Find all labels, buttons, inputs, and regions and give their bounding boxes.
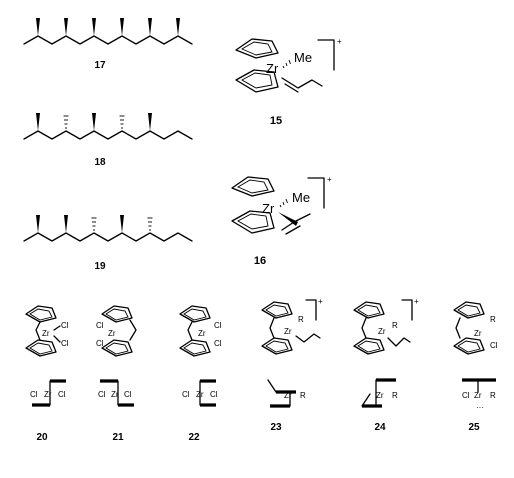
zr-atom: Zr — [474, 391, 482, 400]
dots: ··· — [476, 403, 484, 412]
wedge-bond — [64, 215, 68, 233]
zr-atom: Zr — [44, 390, 52, 399]
cation-bracket — [305, 299, 317, 321]
r-group: R — [392, 321, 398, 330]
zr-atom: Zr — [42, 329, 50, 338]
hash-bond — [279, 198, 288, 208]
cl-atom: Cl — [96, 321, 104, 330]
methyl-group: Me — [294, 50, 312, 65]
r-group: R — [490, 315, 496, 324]
cp-ring-top — [235, 38, 279, 59]
cl-atom: Cl — [61, 339, 69, 348]
methyl-group: Me — [292, 190, 310, 205]
cl-atom: Cl — [30, 390, 38, 399]
cl-atom: Cl — [490, 341, 498, 350]
cl-atom: Cl — [182, 390, 190, 399]
metallocene-25: Zr R Cl Cl Zr R ··· 25 — [453, 301, 498, 433]
wedge-bond — [278, 212, 298, 226]
propene-ligand — [281, 213, 311, 235]
zr-atom: Zr — [111, 390, 119, 399]
wedge-bond — [92, 113, 96, 131]
wedge-bond — [36, 113, 40, 131]
label-23: 23 — [270, 422, 282, 433]
wedge-bond — [120, 215, 124, 233]
wedge-bond — [176, 18, 180, 36]
zr-atom: Zr — [262, 201, 275, 216]
cation-bracket — [401, 299, 413, 321]
cp-ring-bottom — [231, 210, 275, 234]
cp-ring-top — [231, 176, 275, 197]
zr-atom: Zr — [266, 61, 279, 76]
cl-atom: Cl — [124, 390, 132, 399]
r-group: R — [300, 391, 306, 400]
label-22: 22 — [188, 432, 200, 443]
zr-atom: Zr — [474, 329, 482, 338]
cp-ring-bottom — [235, 69, 279, 93]
charge-plus: + — [414, 297, 419, 306]
wedge-bond — [120, 18, 124, 36]
label-24: 24 — [374, 422, 386, 433]
label-18: 18 — [94, 157, 106, 168]
metallocene-22: Zr Cl Cl Cl Zr Cl 22 — [179, 305, 222, 443]
r-group: R — [392, 391, 398, 400]
cl-atom: Cl — [96, 339, 104, 348]
cl-atom: Cl — [210, 390, 218, 399]
structure-17: 17 — [23, 18, 193, 71]
cl-atom: Cl — [214, 339, 222, 348]
hash-bond — [147, 217, 153, 231]
wedge-bond — [36, 215, 40, 233]
label-20: 20 — [36, 432, 48, 443]
zr-atom: Zr — [284, 327, 292, 336]
hash-bond — [119, 115, 125, 129]
r-group: R — [298, 315, 304, 324]
hash-bond — [63, 115, 69, 129]
wedge-bond — [36, 18, 40, 36]
wedge-bond — [92, 18, 96, 36]
propene-ligand — [281, 77, 323, 93]
complex-16: Zr Me + 16 — [231, 175, 332, 267]
label-19: 19 — [94, 261, 106, 272]
wedge-bond — [148, 18, 152, 36]
hash-bond — [91, 217, 97, 231]
zr-atom: Zr — [196, 390, 204, 399]
label-16: 16 — [254, 255, 266, 267]
wedge-bond — [148, 113, 152, 131]
r-group: R — [490, 391, 496, 400]
label-15: 15 — [270, 115, 282, 127]
label-21: 21 — [112, 432, 124, 443]
zr-atom: Zr — [284, 391, 292, 400]
charge-plus: + — [337, 37, 342, 46]
cl-atom: Cl — [58, 390, 66, 399]
structure-19: 19 — [23, 215, 193, 272]
label-17: 17 — [94, 60, 106, 71]
zr-atom: Zr — [198, 329, 206, 338]
cl-atom: Cl — [462, 391, 470, 400]
hash-bond — [282, 59, 291, 69]
cl-atom: Cl — [214, 321, 222, 330]
zr-atom: Zr — [378, 327, 386, 336]
zr-atom: Zr — [108, 329, 116, 338]
metallocene-23: Zr R + Zr R 23 — [261, 297, 323, 433]
zr-atom: Zr — [376, 391, 384, 400]
cl-atom: Cl — [61, 321, 69, 330]
structure-18: 18 — [23, 113, 193, 168]
charge-plus: + — [327, 175, 332, 184]
label-25: 25 — [468, 422, 480, 433]
cation-bracket — [307, 177, 325, 209]
cl-atom: Cl — [98, 390, 106, 399]
complex-15: Zr Me + 15 — [235, 37, 342, 127]
metallocene-21: Zr Cl Cl Cl Zr Cl 21 — [96, 305, 137, 443]
wedge-bond — [64, 18, 68, 36]
metallocene-24: Zr R + Zr R 24 — [353, 297, 419, 433]
metallocene-20: Zr Cl Cl Cl Zr Cl 20 — [25, 305, 69, 443]
charge-plus: + — [318, 297, 323, 306]
cation-bracket — [317, 39, 335, 71]
